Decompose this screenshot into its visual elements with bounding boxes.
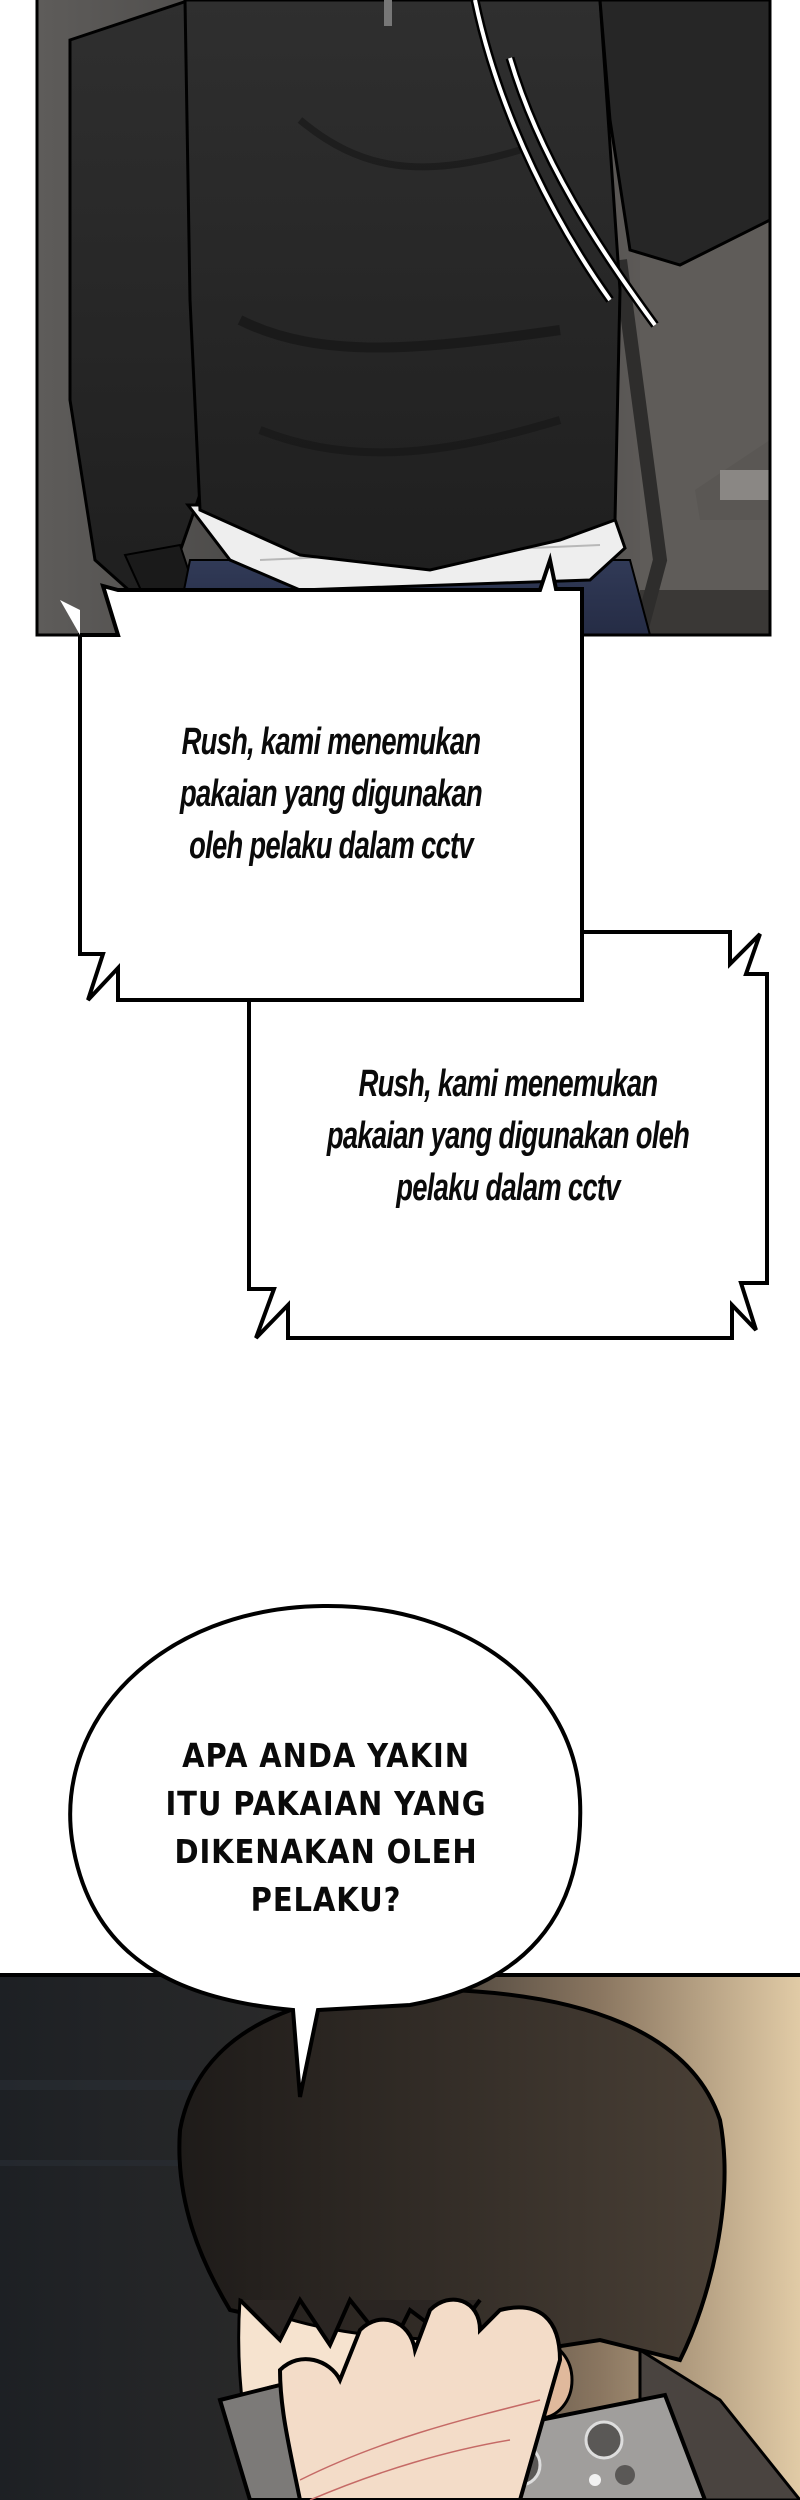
caption-bubble-2: Rush, kami menemukan pakaian yang diguna…: [249, 1058, 767, 1214]
caption-1-line-1: Rush, kami menemukan: [181, 721, 482, 763]
speech-1-line-4: PELAKU?: [250, 1880, 402, 1919]
speech-1-line-3: DIKENAKAN OLEH: [174, 1832, 478, 1871]
caption-2-line-1: Rush, kami menemukan: [358, 1063, 659, 1105]
caption-bubble-1: Rush, kami menemukan pakaian yang diguna…: [80, 716, 582, 872]
caption-bubble-2-shape: [247, 930, 769, 1340]
caption-2-line-2: pakaian yang digunakan oleh: [326, 1115, 690, 1157]
caption-2-line-3: pelaku dalam cctv: [396, 1167, 620, 1209]
caption-1-line-2: pakaian yang digunakan: [180, 773, 483, 815]
speech-bubble-1-shape: [68, 1603, 583, 2098]
speech-1-line-2: ITU PAKAIAN YANG: [165, 1784, 487, 1823]
speech-1-line-1: APA ANDA YAKIN: [182, 1736, 470, 1775]
caption-1-line-3: oleh pelaku dalam cctv: [189, 825, 473, 867]
speech-bubble-1: APA ANDA YAKIN ITU PAKAIAN YANG DIKENAKA…: [72, 1732, 580, 1924]
